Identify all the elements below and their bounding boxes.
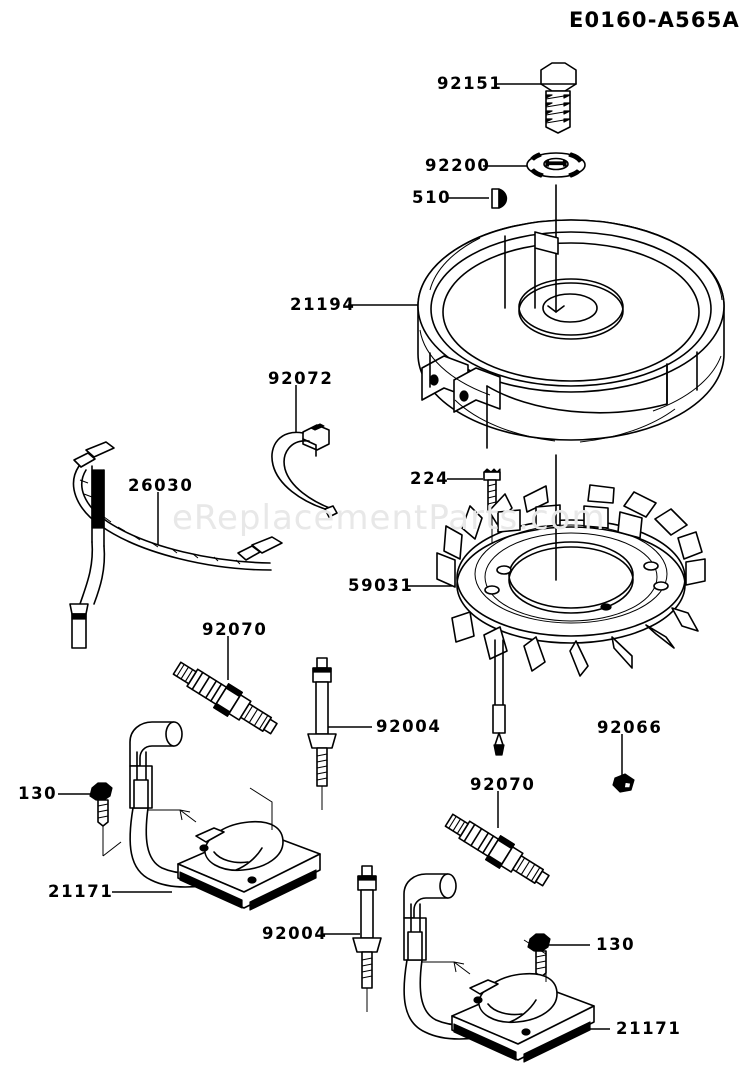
part-label-stator-alternator: 59031 xyxy=(348,576,414,595)
part-92200-washer xyxy=(526,152,586,178)
part-130-bolt-upper xyxy=(89,782,122,857)
leader-lines xyxy=(58,83,623,1030)
part-92004-stud-bolt-upper xyxy=(307,657,337,810)
part-92070-spark-plug-lower xyxy=(444,813,550,887)
part-59031-stator-alternator xyxy=(436,454,706,756)
part-130-bolt-lower xyxy=(527,933,551,1006)
part-label-washer: 92200 xyxy=(425,156,491,175)
part-label-bolt-lower: 130 xyxy=(596,935,636,954)
part-label-flange-bolt: 92151 xyxy=(437,74,503,93)
part-label-flywheel: 21194 xyxy=(290,295,356,314)
part-21194-flywheel xyxy=(417,184,725,449)
part-92004-stud-bolt-lower xyxy=(352,865,382,1012)
part-label-stator-screw: 224 xyxy=(410,469,450,488)
part-92151-flange-bolt xyxy=(540,62,577,134)
part-92072-grommet-clamp xyxy=(271,423,338,518)
part-label-stud-bolt-lower: 92004 xyxy=(262,924,328,943)
part-label-bolt-upper: 130 xyxy=(18,784,58,803)
part-21171-ignition-coil-upper xyxy=(129,721,321,911)
part-label-plug-cap: 92066 xyxy=(597,718,663,737)
part-21171-ignition-coil-lower xyxy=(403,873,595,1063)
part-26030-wire-harness xyxy=(69,441,283,649)
part-label-spark-plug-upper: 92070 xyxy=(202,620,268,639)
part-label-grommet-clamp: 92072 xyxy=(268,369,334,388)
part-92066-plug-cap xyxy=(612,773,635,793)
part-510-woodruff-key xyxy=(491,188,508,209)
part-label-spark-plug-lower: 92070 xyxy=(470,775,536,794)
part-label-ignition-coil-upper: 21171 xyxy=(48,882,114,901)
part-92070-spark-plug-upper xyxy=(172,661,278,735)
part-label-ignition-coil-lower: 21171 xyxy=(616,1019,682,1038)
part-label-stud-bolt-upper: 92004 xyxy=(376,717,442,736)
drawing-number-title: E0160-A565A xyxy=(568,8,740,32)
part-label-woodruff-key: 510 xyxy=(412,188,452,207)
part-label-wire-harness: 26030 xyxy=(128,476,194,495)
